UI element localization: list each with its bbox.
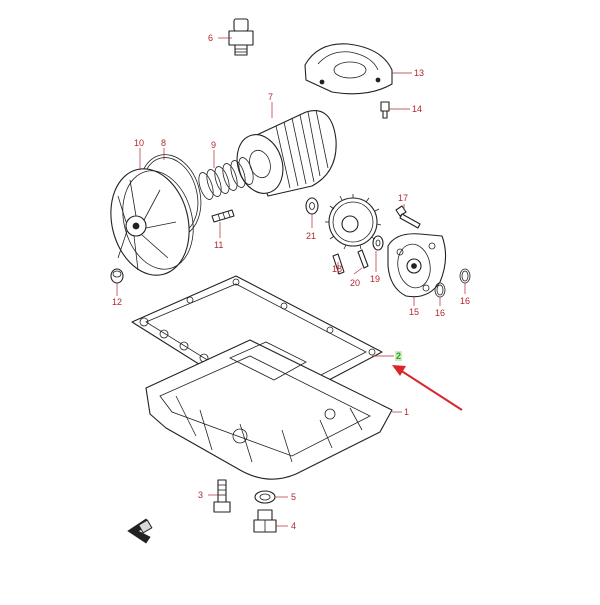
callout-16a: 16 <box>435 308 446 318</box>
part-19-washer[interactable] <box>372 235 384 251</box>
part-14-bolt[interactable] <box>380 101 390 119</box>
callout-9: 9 <box>211 140 217 150</box>
part-12-plug[interactable] <box>110 268 124 284</box>
part-20-pin[interactable] <box>357 249 369 269</box>
callout-14: 14 <box>412 104 423 114</box>
part-21-washer[interactable] <box>305 197 319 215</box>
callout-5: 5 <box>291 492 297 502</box>
front-direction-arrow-icon <box>127 518 153 544</box>
part-18-pin[interactable] <box>332 253 345 275</box>
callout-6: 6 <box>208 33 214 43</box>
callout-12: 12 <box>112 297 123 307</box>
callout-1: 1 <box>404 407 410 417</box>
part-3-bolt[interactable] <box>213 479 231 513</box>
callout-11: 11 <box>214 240 224 250</box>
callout-4: 4 <box>291 521 297 531</box>
part-7-oil-filter[interactable] <box>230 109 337 199</box>
callout-15: 15 <box>409 307 420 317</box>
callout-13: 13 <box>414 68 425 78</box>
part-4-drain-plug[interactable] <box>253 509 277 533</box>
callout-3: 3 <box>198 490 204 500</box>
callout-7: 7 <box>268 92 274 102</box>
part-16-o-ring-a[interactable] <box>434 282 446 298</box>
part-oil-pump-gear[interactable] <box>325 194 382 250</box>
callout-19: 19 <box>370 274 381 284</box>
leader-lines <box>116 37 466 527</box>
red-pointer-arrow <box>392 365 463 411</box>
part-13-cover[interactable] <box>304 43 393 95</box>
callout-10: 10 <box>134 138 145 148</box>
callout-8: 8 <box>161 138 167 148</box>
callout-21: 21 <box>306 231 317 241</box>
part-6-pressure-switch[interactable] <box>228 18 254 56</box>
part-9-spring[interactable] <box>196 156 256 201</box>
part-5-washer[interactable] <box>254 490 276 504</box>
callout-18: 18 <box>332 264 343 274</box>
callout-16b: 16 <box>460 296 471 306</box>
callout-20: 20 <box>350 278 361 288</box>
part-16-o-ring-b[interactable] <box>459 268 471 284</box>
part-1-oil-pan[interactable] <box>145 339 393 480</box>
part-10-filter-cap[interactable] <box>100 160 203 283</box>
part-17-bolt[interactable] <box>395 205 421 229</box>
part-11-stud-bolt[interactable] <box>211 209 235 223</box>
part-15-oil-pump[interactable] <box>387 233 447 298</box>
callout-17: 17 <box>398 193 409 203</box>
callout-2: 2 <box>395 351 403 361</box>
